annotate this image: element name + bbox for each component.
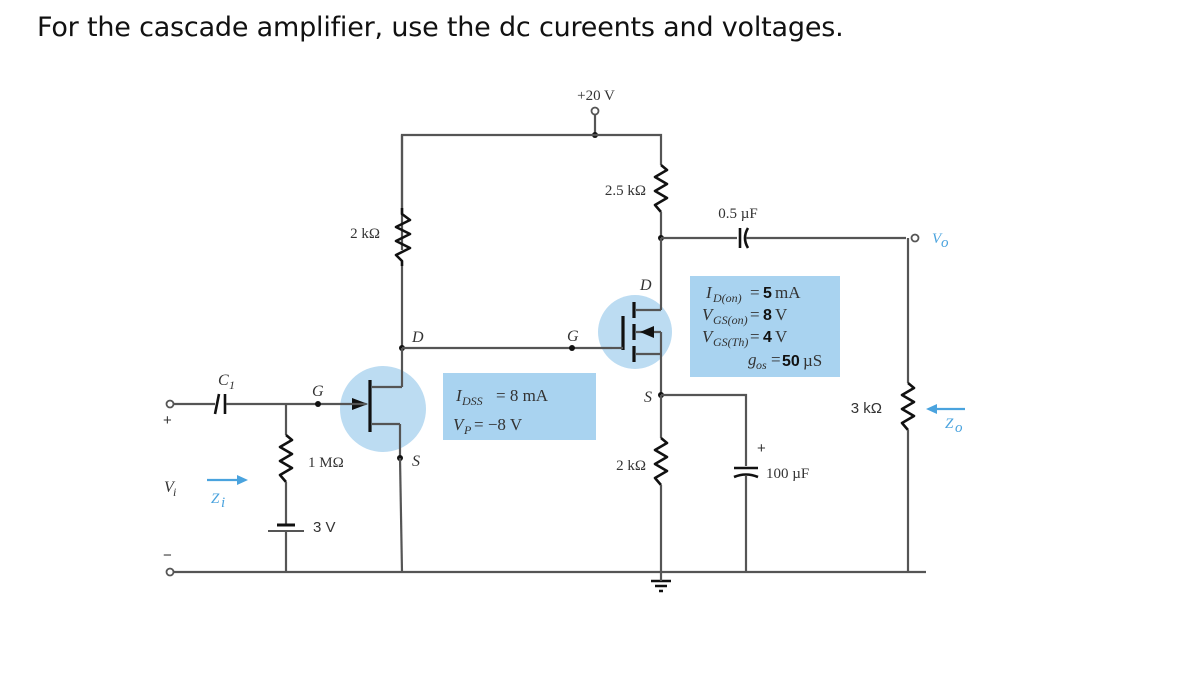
svg-text:P: P	[463, 423, 472, 437]
svg-text:=: =	[750, 327, 760, 346]
resistor-rg: 1 MΩ	[278, 434, 344, 483]
svg-text:=: =	[771, 350, 781, 369]
input-terminal-plus[interactable]: +	[163, 399, 175, 430]
jfet-source-label: S	[412, 453, 420, 470]
svg-text:+: +	[163, 412, 172, 429]
input-terminal-minus[interactable]	[165, 567, 175, 577]
vi-label: V	[164, 479, 176, 496]
mosfet-drain-label: D	[639, 277, 652, 294]
svg-text:i: i	[173, 485, 176, 499]
svg-text:V: V	[702, 305, 715, 324]
svg-text:GS(on): GS(on)	[713, 313, 748, 327]
mosfet-symbol	[612, 238, 663, 395]
svg-text:I: I	[705, 283, 713, 302]
mosfet-source-label: S	[644, 389, 652, 406]
svg-text:= 8 mA: = 8 mA	[496, 386, 549, 405]
c1-label: C	[218, 372, 229, 389]
zi-label: Z	[211, 491, 220, 507]
jfet-drain-label: D	[411, 329, 424, 346]
ground-icon	[651, 572, 671, 593]
svg-text:i: i	[221, 495, 225, 511]
mosfet-params: I D(on) = 5 mA V GS(on) = 8 V V GS(Th) =…	[702, 283, 822, 372]
capacitor-c1: C 1	[213, 372, 235, 415]
output-terminal[interactable]	[910, 233, 920, 243]
rs-label: 2 kΩ	[616, 458, 646, 474]
svg-text:=: =	[750, 305, 760, 324]
jfet-gate-label: G	[312, 383, 324, 400]
svg-text:g: g	[748, 350, 757, 369]
svg-text:D(on): D(on)	[712, 291, 742, 305]
svg-text:o: o	[941, 235, 949, 251]
question-text: For the cascade amplifier, use the dc cu…	[37, 12, 844, 43]
resistor-rs: 2 kΩ	[616, 437, 669, 486]
svg-text:µS: µS	[803, 351, 822, 370]
supply-terminal: +20 V	[577, 88, 615, 138]
input-minus-sign: −	[163, 547, 172, 564]
rl-label: 3 kΩ	[851, 400, 882, 417]
rg-label: 1 MΩ	[308, 455, 344, 471]
jfet-params: I DSS = 8 mA V P = −8 V	[453, 386, 549, 437]
svg-text:V: V	[775, 305, 788, 324]
zo-label: Z	[945, 416, 954, 432]
svg-text:5: 5	[763, 285, 772, 302]
battery-3v: 3 V	[268, 519, 336, 536]
cout-label: 0.5 µF	[718, 206, 758, 222]
capacitor-cs: + 100 µF	[733, 440, 809, 482]
resistor-rd1: 2 kΩ	[350, 208, 412, 266]
resistor-rl: 3 kΩ	[851, 382, 916, 431]
vo-label: V	[932, 231, 943, 247]
battery-label: 3 V	[313, 519, 336, 536]
supply-label: +20 V	[577, 88, 615, 104]
rd2-label: 2.5 kΩ	[605, 183, 646, 199]
svg-text:=: =	[750, 283, 760, 302]
jfet-param-box	[443, 373, 596, 440]
cs-label: 100 µF	[766, 466, 809, 482]
rd1-label: 2 kΩ	[350, 226, 380, 242]
svg-text:+: +	[757, 440, 766, 457]
mosfet-param-box	[690, 276, 840, 377]
svg-text:os: os	[756, 358, 767, 372]
jfet-highlight	[340, 366, 426, 452]
svg-text:V: V	[775, 327, 788, 346]
svg-text:V: V	[453, 415, 466, 434]
svg-text:GS(Th): GS(Th)	[713, 335, 748, 349]
svg-text:o: o	[955, 420, 963, 436]
zi-arrow-icon	[207, 475, 248, 485]
mosfet-gate-label: G	[567, 328, 579, 345]
svg-text:4: 4	[763, 329, 772, 346]
svg-text:= −8 V: = −8 V	[474, 415, 523, 434]
capacitor-cout: 0.5 µF	[718, 206, 758, 249]
svg-text:8: 8	[763, 307, 772, 324]
svg-text:V: V	[702, 327, 715, 346]
svg-text:50: 50	[782, 353, 800, 370]
svg-text:I: I	[455, 386, 463, 405]
svg-text:DSS: DSS	[461, 394, 483, 408]
svg-text:mA: mA	[775, 283, 801, 302]
svg-text:1: 1	[229, 378, 235, 392]
zo-arrow-icon	[926, 404, 965, 414]
resistor-rd2: 2.5 kΩ	[605, 164, 669, 213]
